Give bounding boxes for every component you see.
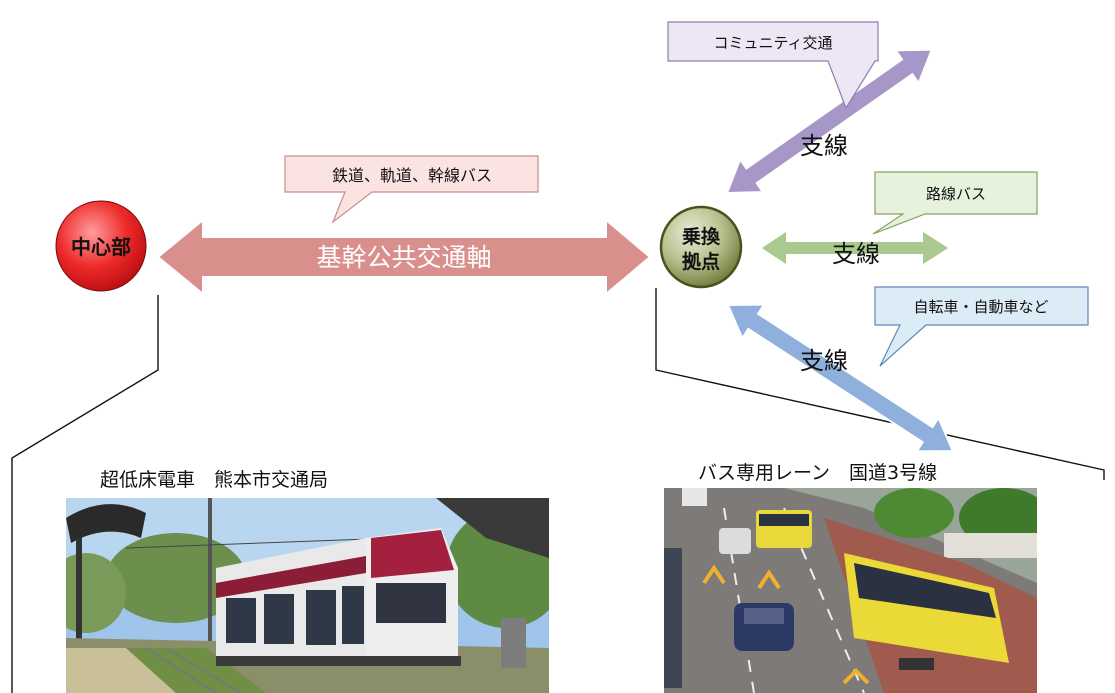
branch-label-bike: 支線 — [800, 347, 848, 375]
bus-lane-photo — [664, 488, 1037, 693]
bus-lane-photo-caption: バス専用レーン 国道3号線 — [698, 462, 938, 484]
trunk-label: 基幹公共交通軸 — [316, 243, 491, 272]
center-node — [55, 200, 147, 292]
leader-line-left — [11, 295, 159, 693]
center-node-label: 中心部 — [71, 235, 131, 259]
hub-node-label-line2: 拠点 — [682, 250, 720, 273]
hub-node-label-line1: 乗換 — [682, 225, 721, 248]
community-callout — [667, 21, 879, 110]
branch-arrow-bus — [758, 228, 952, 268]
branch-label-bus: 支線 — [832, 240, 880, 268]
hub-node — [659, 205, 743, 289]
branch-label-community: 支線 — [800, 132, 848, 160]
trunk-callout-text: 鉄道、軌道、幹線バス — [332, 166, 492, 185]
tram-photo-caption: 超低床電車 熊本市交通局 — [100, 469, 329, 491]
branch-arrow-community — [725, 48, 934, 195]
branch-arrow-bike — [726, 303, 955, 453]
bus-callout — [872, 171, 1038, 235]
trunk-arrow — [156, 217, 652, 297]
tram-photo — [66, 498, 549, 693]
bike-callout — [874, 286, 1089, 367]
bike-callout-text: 自転車・自動車など — [913, 298, 1048, 316]
trunk-callout — [284, 155, 539, 224]
leader-line-right — [655, 288, 1105, 480]
community-callout-text: コミュニティ交通 — [713, 34, 832, 52]
bus-callout-text: 路線バス — [926, 185, 986, 203]
